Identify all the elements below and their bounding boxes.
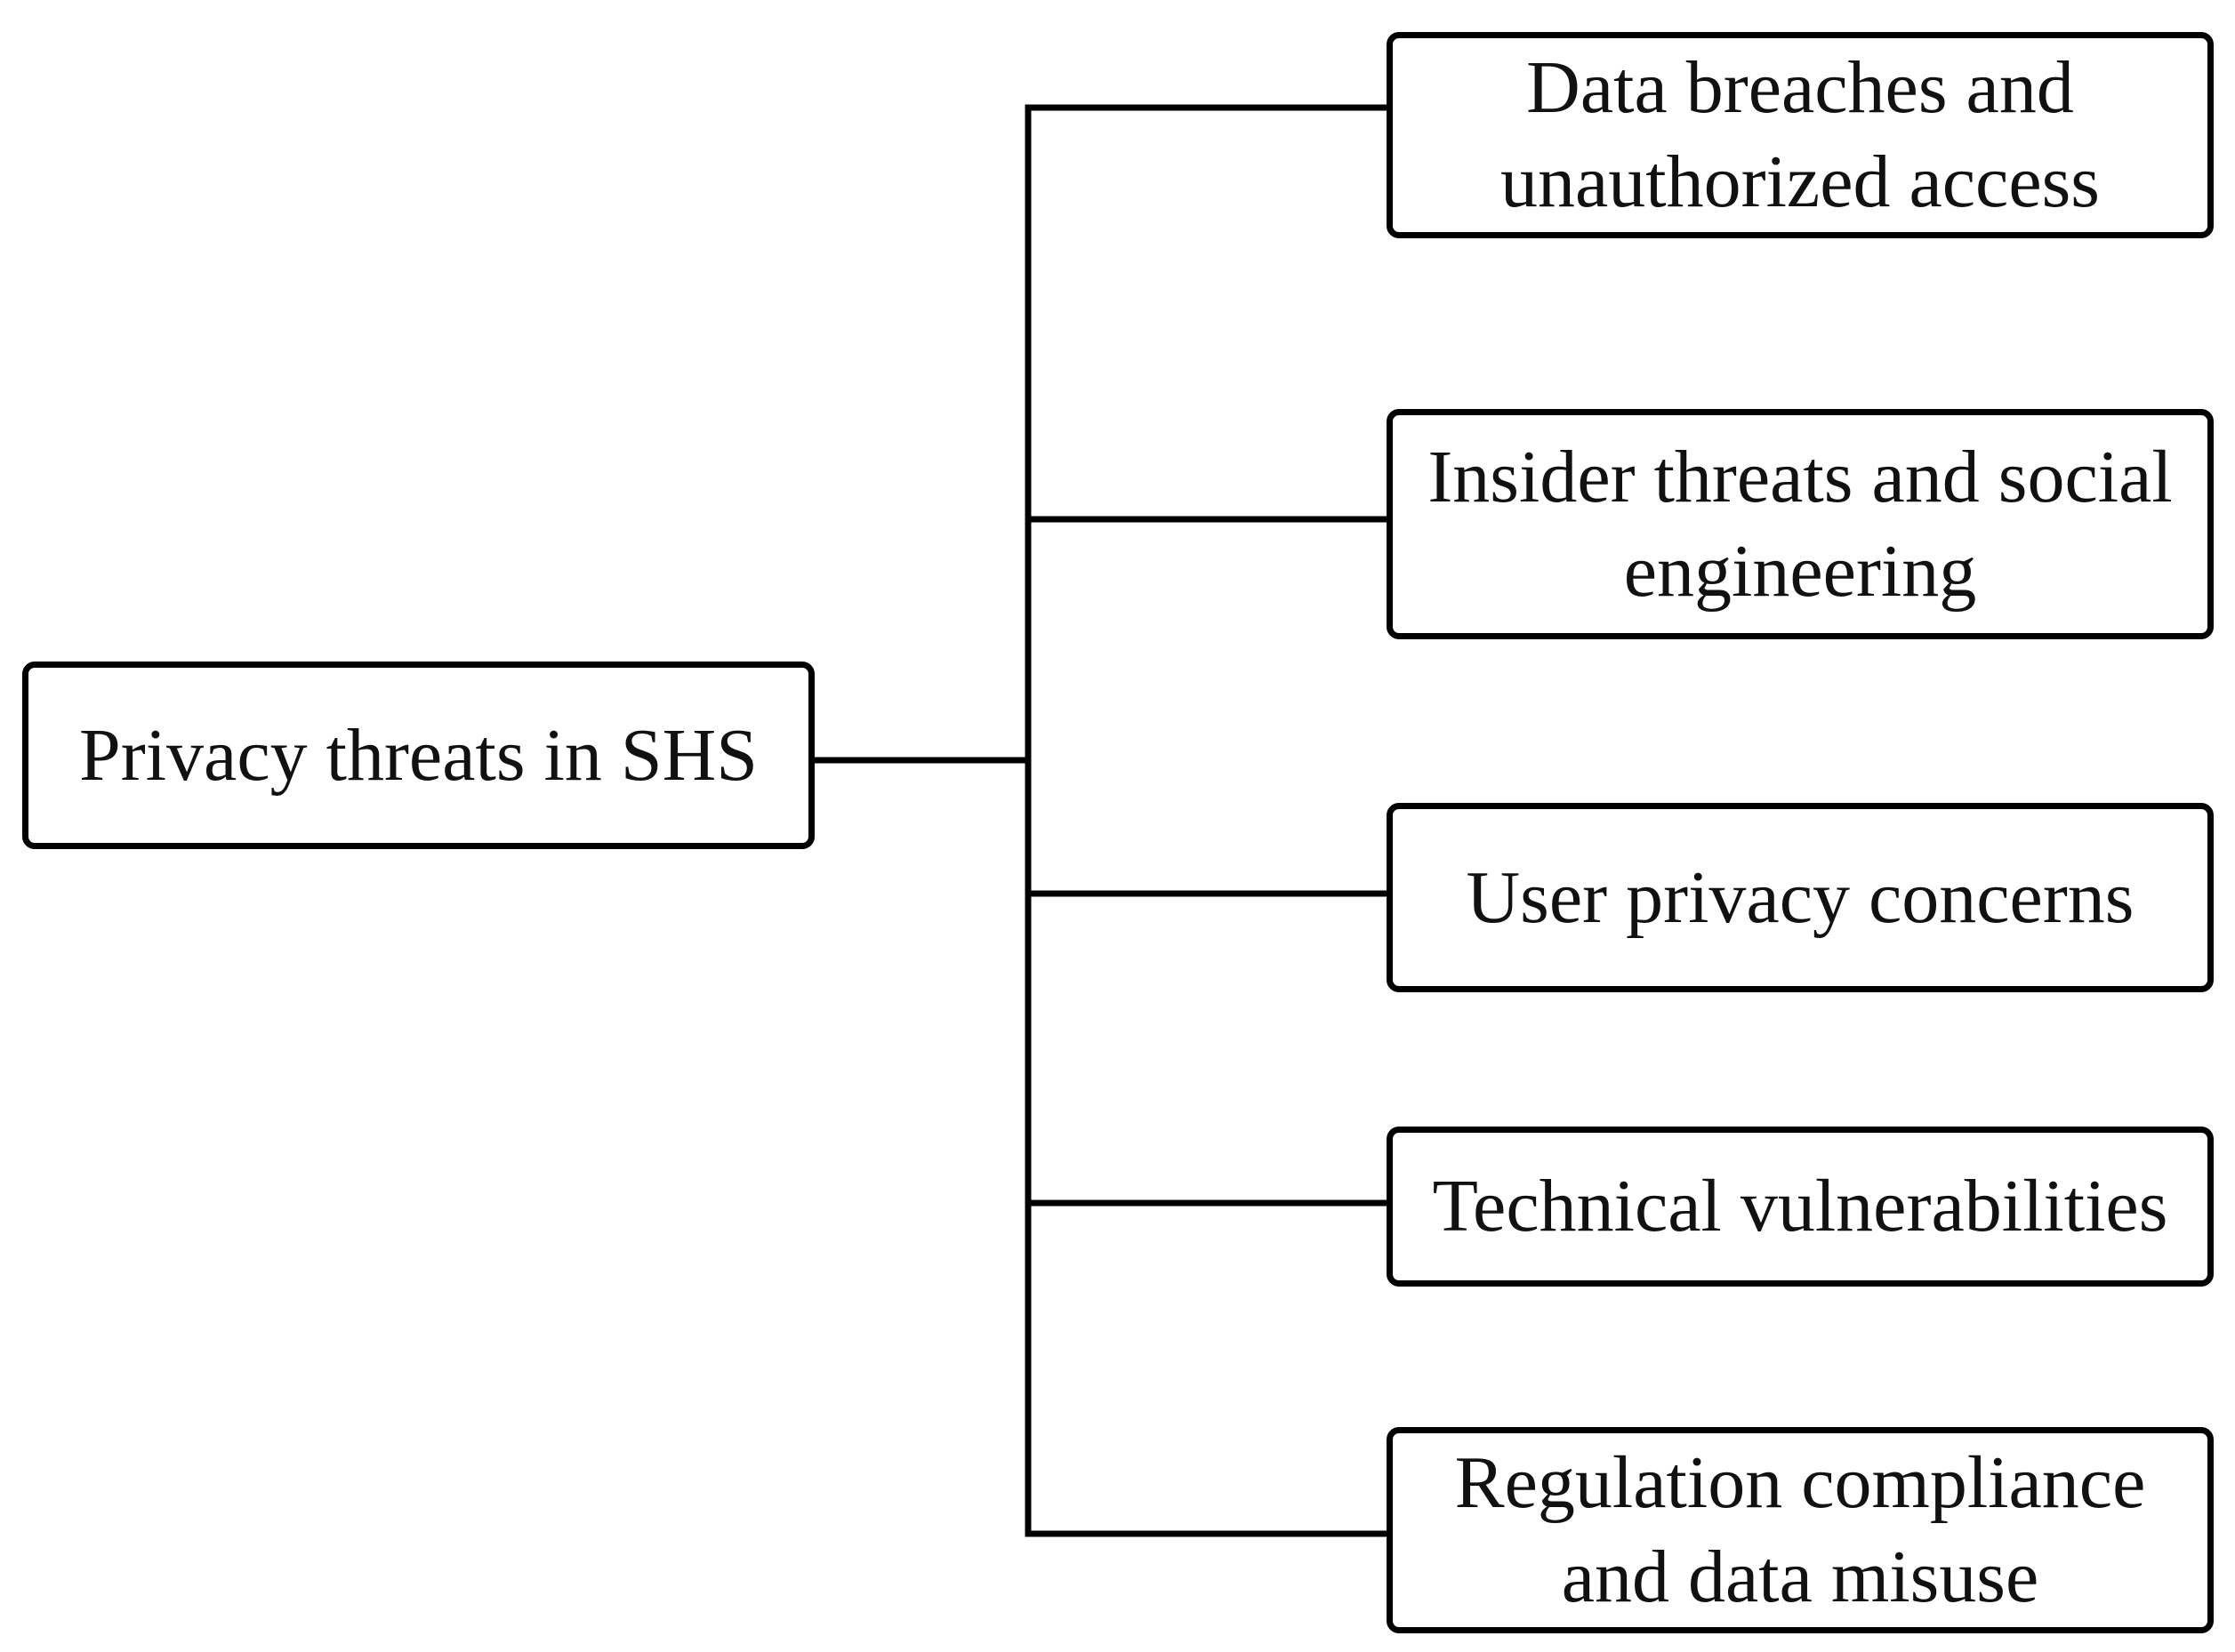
- child-node-label: User privacy concerns: [1466, 855, 2135, 939]
- child-node-insider-threats: Insider threats and social engineering: [1387, 409, 2214, 639]
- root-node: Privacy threats in SHS: [22, 662, 815, 849]
- child-node-regulation-compliance: Regulation compliance and data misuse: [1387, 1427, 2214, 1633]
- child-node-user-privacy: User privacy concerns: [1387, 803, 2214, 992]
- child-node-data-breaches: Data breaches and unauthorized access: [1387, 32, 2214, 238]
- root-node-label: Privacy threats in SHS: [79, 713, 758, 797]
- child-node-technical-vulnerabilities: Technical vulnerabilities: [1387, 1127, 2214, 1287]
- child-node-label: Regulation compliance and data misuse: [1454, 1441, 2146, 1618]
- child-node-label: Data breaches and unauthorized access: [1499, 46, 2100, 223]
- child-node-label: Insider threats and social engineering: [1427, 435, 2173, 613]
- child-node-label: Technical vulnerabilities: [1432, 1165, 2168, 1248]
